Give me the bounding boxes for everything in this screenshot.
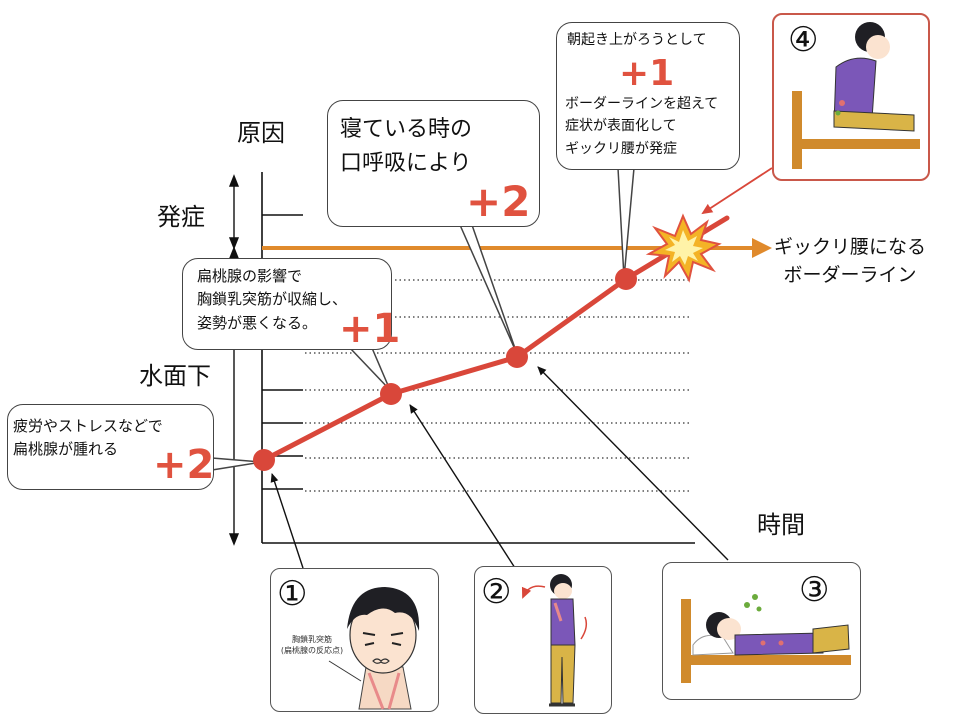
- arrow-panel-1: [270, 473, 304, 569]
- callout-2-text: 扁桃腺の影響で 胸鎖乳突筋が収縮し、 姿勢が悪くなる。: [197, 267, 348, 332]
- panel-4: ④: [772, 13, 930, 181]
- explosion-icon: [645, 213, 722, 283]
- panel-1-number: ①: [277, 574, 308, 614]
- point-3: [506, 346, 528, 368]
- data-points: [253, 268, 637, 471]
- callout-4-text-top: 朝起き上がろうとして: [567, 32, 707, 48]
- panel-3-number: ③: [799, 570, 830, 610]
- callout-3-score: +2: [466, 177, 531, 226]
- point-4: [615, 268, 637, 290]
- callout-2-score: +1: [339, 306, 401, 352]
- under-surface-label: 水面下: [139, 362, 211, 390]
- callout-1-score: +2: [153, 442, 215, 488]
- range-arrows: [228, 174, 240, 546]
- y-ticks: [262, 214, 303, 490]
- x-axis-label: 時間: [757, 511, 805, 539]
- callout-1-text: 疲労やストレスなどで 扁桃腺が腫れる: [13, 417, 163, 459]
- callout-tails: [211, 167, 635, 471]
- onset-zone-label: 発症: [157, 203, 205, 231]
- panel-3: ③: [662, 562, 861, 700]
- arrow-panel-2: [409, 404, 516, 569]
- posture-illustration: [521, 574, 588, 707]
- y-axis-label: 原因: [237, 119, 285, 147]
- border-line-label: ギックリ腰になる ボーダーライン: [774, 236, 927, 286]
- arrow-panel-4: [701, 167, 773, 215]
- callout-4: 朝起き上がろうとして +1 ボーダーラインを超えて 症状が表面化して ギックリ腰…: [556, 22, 740, 170]
- face-illustration: [328, 587, 420, 710]
- callout-4-score: +1: [619, 53, 675, 94]
- panel-4-number: ④: [788, 20, 819, 60]
- border-line-arrowhead: [752, 238, 772, 258]
- panel-2-number: ②: [481, 572, 512, 612]
- point-1: [253, 449, 275, 471]
- panel-2: ②: [474, 566, 612, 714]
- panel-1: ① 胸鎖乳突筋 (扁桃腺の反応点): [270, 568, 439, 712]
- back-pain-illustration: [792, 22, 920, 169]
- panel-1-caption: 胸鎖乳突筋 (扁桃腺の反応点): [280, 635, 344, 655]
- point-2: [380, 383, 402, 405]
- sleeping-illustration: [681, 594, 851, 683]
- callout-4-text-bottom: ボーダーラインを超えて 症状が表面化して ギックリ腰が発症: [565, 96, 719, 157]
- callout-3: 寝ている時の 口呼吸により +2: [327, 100, 540, 227]
- axes: [261, 172, 695, 544]
- callout-3-text: 寝ている時の 口呼吸により: [340, 117, 473, 177]
- arrow-panel-3: [537, 366, 729, 561]
- callout-2: 扁桃腺の影響で 胸鎖乳突筋が収縮し、 姿勢が悪くなる。 +1: [182, 258, 400, 350]
- callout-1: 疲労やストレスなどで 扁桃腺が腫れる +2: [7, 404, 214, 490]
- pointer-arrows: [270, 366, 729, 569]
